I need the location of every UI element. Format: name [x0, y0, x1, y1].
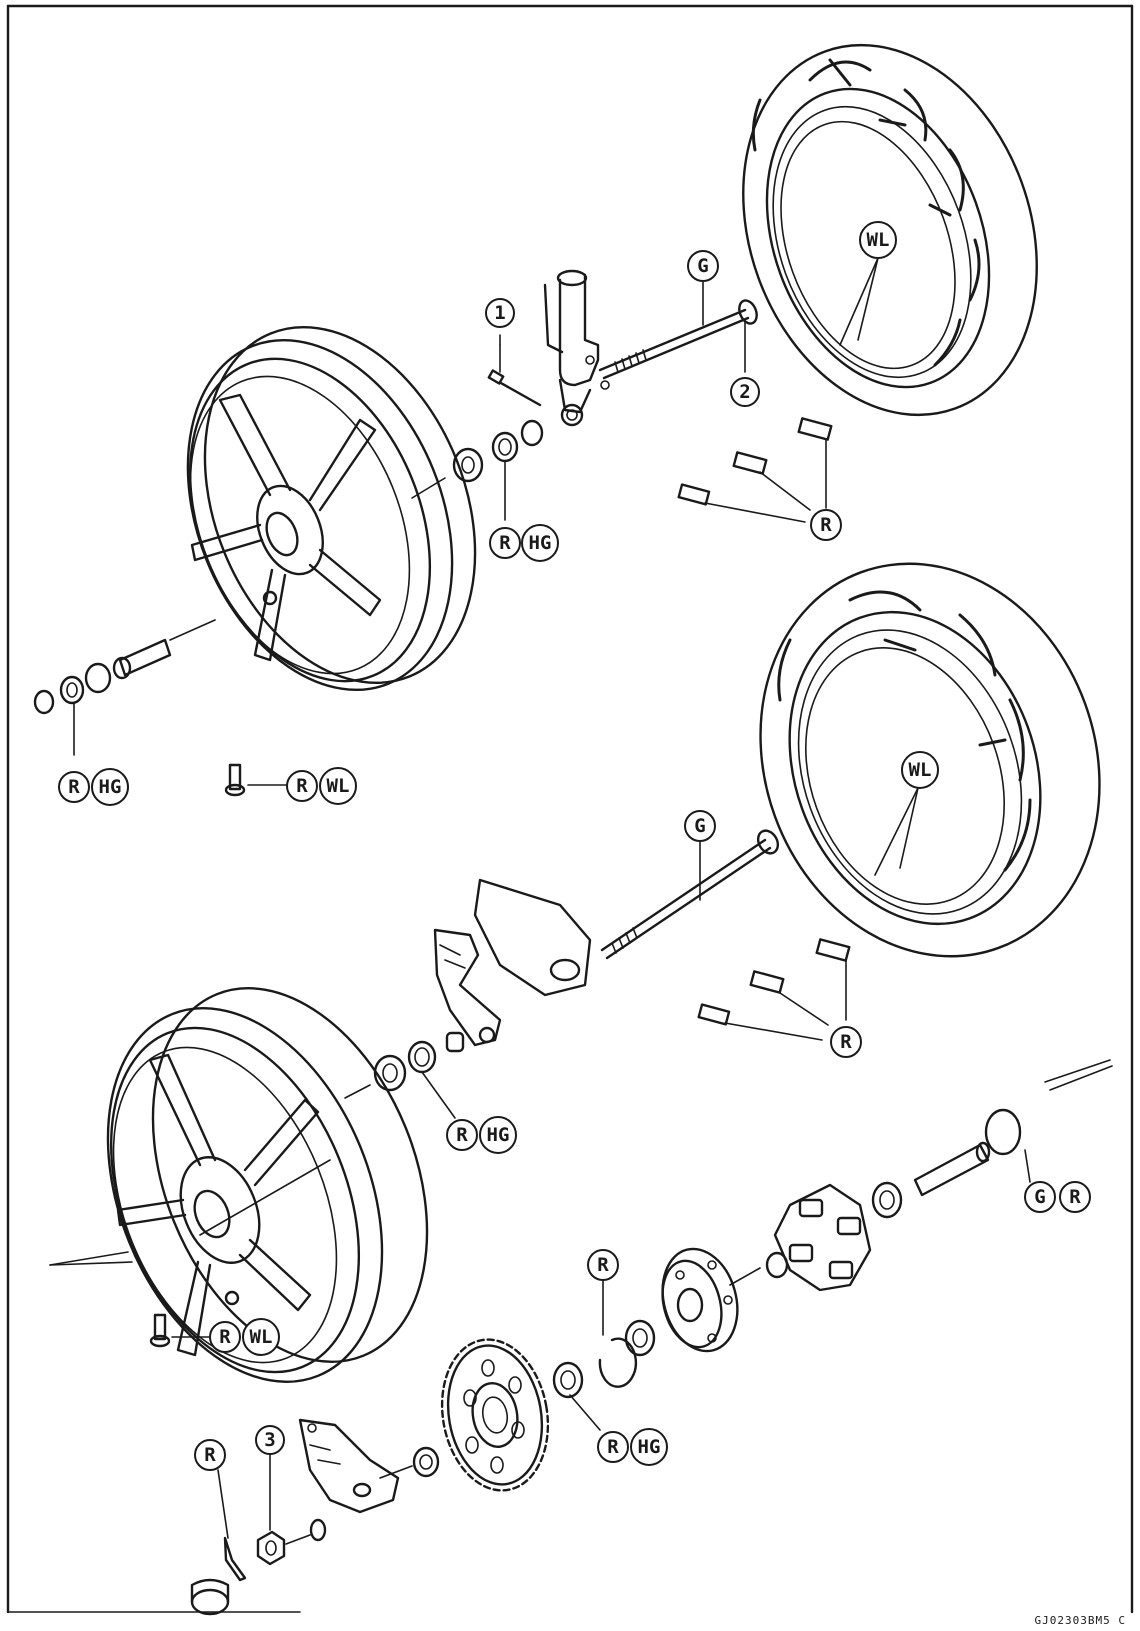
rear-axle	[600, 829, 780, 960]
callout-text: WL	[909, 759, 932, 781]
callout-front-right-seal-hg: HG	[521, 524, 559, 562]
rear-brake-pads	[697, 938, 851, 1041]
callout-front-left-seal-hg: HG	[91, 768, 129, 806]
callout-text: HG	[529, 532, 552, 554]
callout-text: R	[820, 514, 832, 536]
callout-front-pads-replace: R	[810, 509, 842, 541]
callout-text: G	[1034, 1186, 1045, 1208]
callout-rear-valve-wl: WL	[242, 1318, 280, 1356]
callout-o-ring-grease: G	[1024, 1181, 1056, 1213]
callout-rear-tire-wheel-lube: WL	[901, 751, 939, 789]
callout-text: R	[1069, 1186, 1081, 1208]
front-clamp-bolt	[487, 344, 542, 407]
callout-part-1: 1	[485, 298, 515, 328]
callout-text: WL	[250, 1326, 273, 1348]
callout-rear-right-seal-hg: HG	[479, 1116, 517, 1154]
callout-rear-axle-grease: G	[684, 810, 716, 842]
callout-coupling-seal-hg: HG	[630, 1428, 668, 1466]
front-axle	[598, 299, 758, 380]
callout-text: R	[219, 1326, 231, 1348]
callout-front-left-seal-replace: R	[58, 771, 90, 803]
callout-text: R	[499, 532, 511, 554]
page-frame	[6, 4, 1134, 1614]
callout-o-ring-replace: R	[1059, 1181, 1091, 1213]
callout-circlip-replace: R	[587, 1249, 619, 1281]
front-right-bearings	[411, 419, 544, 521]
front-tire	[742, 43, 1038, 417]
callout-coupling-seal-replace: R	[597, 1431, 629, 1463]
callout-text: WL	[867, 229, 890, 251]
axle-cap	[190, 1578, 230, 1616]
rear-tire	[759, 562, 1101, 958]
callout-front-valve-wl: WL	[319, 767, 357, 805]
callout-text: WL	[327, 775, 350, 797]
front-fork-leg	[543, 269, 610, 427]
callout-text: R	[607, 1436, 619, 1458]
callout-rear-pads-replace: R	[830, 1026, 862, 1058]
callout-text: R	[68, 776, 80, 798]
rear-axle-nut	[256, 1451, 327, 1566]
rear-air-valve	[149, 1313, 211, 1348]
tire-leader-lines	[499, 257, 1031, 1183]
callout-text: R	[296, 775, 308, 797]
callout-text: 3	[264, 1429, 275, 1451]
rear-chain-adjuster	[298, 1418, 400, 1514]
callout-part-2: 2	[730, 377, 760, 407]
callout-part-3: 3	[255, 1425, 285, 1455]
callout-text: HG	[99, 776, 122, 798]
rear-coupling-assembly	[552, 1059, 1113, 1431]
callout-text: HG	[638, 1436, 661, 1458]
callout-text: R	[456, 1124, 468, 1146]
cotter-pin	[217, 1469, 247, 1582]
callout-front-valve-replace: R	[286, 770, 318, 802]
callout-rear-right-seal-replace: R	[446, 1119, 478, 1151]
rear-left-collar	[379, 1446, 440, 1479]
front-brake-pads	[677, 417, 833, 523]
callout-front-right-seal-replace: R	[489, 527, 521, 559]
callout-text: HG	[487, 1124, 510, 1146]
callout-text: R	[840, 1031, 852, 1053]
callout-cotter-pin-replace: R	[194, 1439, 226, 1471]
rear-sprocket	[440, 1338, 550, 1492]
callout-text: 2	[739, 381, 750, 403]
callout-front-tire-wheel-lube: WL	[859, 221, 897, 259]
front-air-valve	[224, 763, 288, 797]
front-left-bearings	[33, 619, 216, 756]
callout-front-axle-grease: G	[687, 250, 719, 282]
callout-text: 1	[494, 302, 505, 324]
callout-text: R	[597, 1254, 609, 1276]
callout-text: G	[694, 815, 705, 837]
reference-code: GJ02303BM5 C	[1034, 1614, 1126, 1627]
rear-wheel	[106, 987, 429, 1383]
callout-rear-valve-replace: R	[209, 1321, 241, 1353]
callout-text: R	[204, 1444, 216, 1466]
rear-caliper-bracket	[433, 878, 592, 1047]
center-lines	[49, 1159, 331, 1266]
rear-right-bearings	[344, 1031, 465, 1119]
front-wheel	[186, 325, 477, 692]
callout-text: G	[697, 255, 708, 277]
